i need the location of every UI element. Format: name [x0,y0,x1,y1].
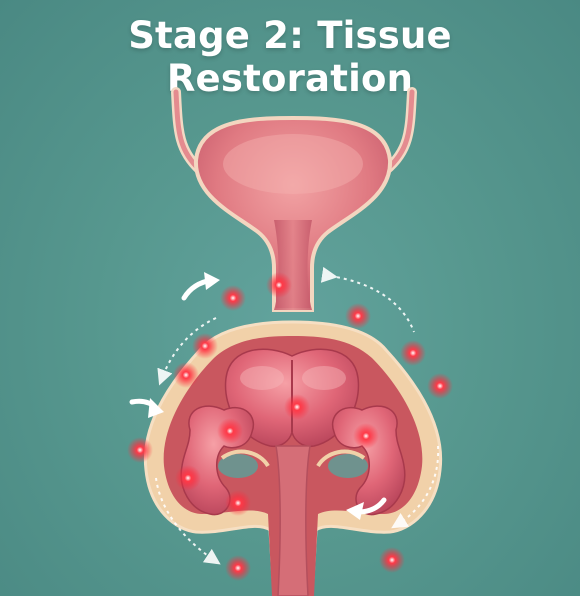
regeneration-dot-icon [353,423,379,449]
regeneration-dot-icon [225,490,251,516]
regeneration-dot-icon [192,333,218,359]
circulation-arrow-icon [391,445,440,529]
regeneration-dot-icon [266,272,292,298]
regeneration-dot-icon [217,418,243,444]
regeneration-dot-icon [220,285,246,311]
bladder [193,115,393,312]
circulation-arrow-icon [155,477,221,565]
circulation-arrows [155,266,440,565]
regeneration-dot-icon [127,437,153,463]
flow-arrows [129,272,387,520]
regeneration-dot-icon [379,547,405,573]
regeneration-dots [127,272,453,581]
circulation-arrow-icon [320,266,415,333]
regeneration-dot-icon [427,373,453,399]
regeneration-dot-icon [345,303,371,329]
regeneration-dot-icon [175,465,201,491]
regeneration-dot-icon [173,362,199,388]
circulation-arrow-icon [157,317,217,386]
regeneration-dot-icon [225,555,251,581]
regeneration-dot-icon [400,340,426,366]
page-title: Stage 2: Tissue Restoration [128,14,452,100]
regeneration-dot-icon [284,394,310,420]
